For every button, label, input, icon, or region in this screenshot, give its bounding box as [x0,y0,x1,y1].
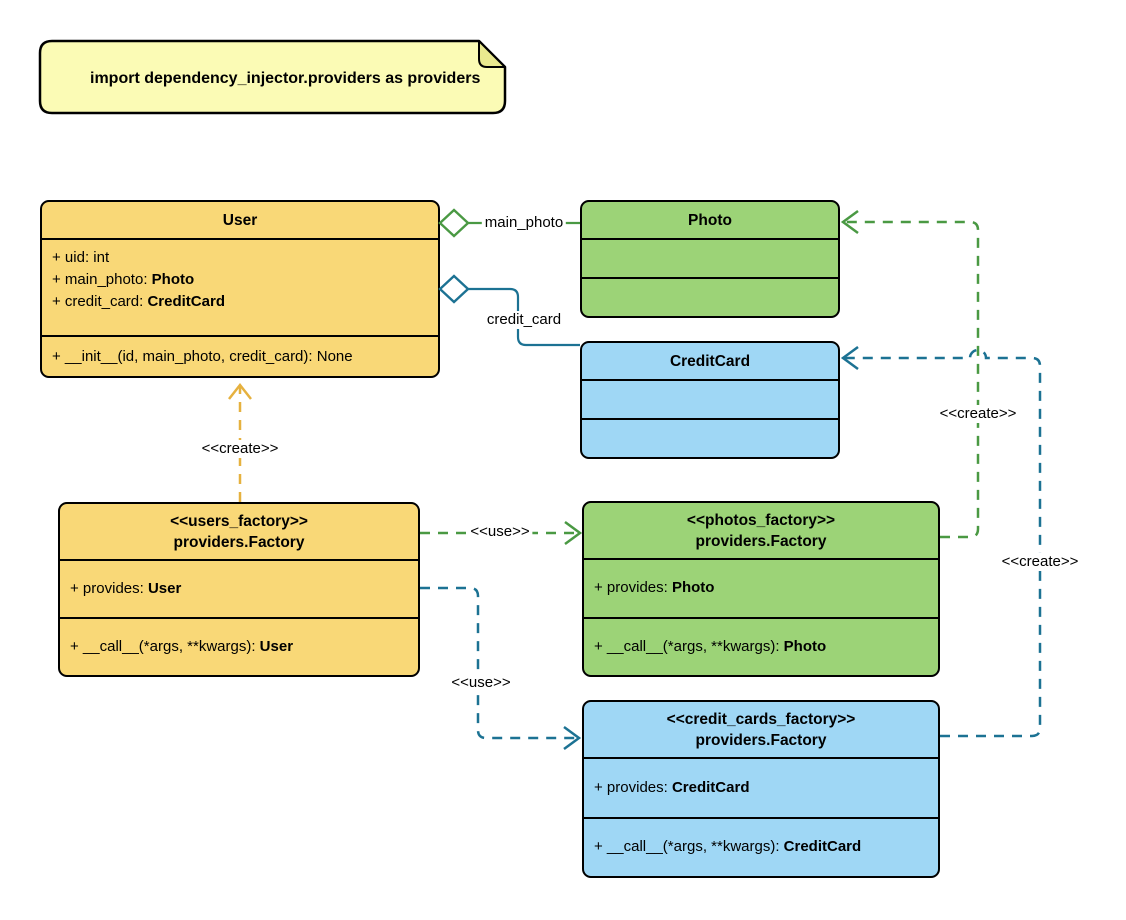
class-attributes-user: + uid: int + main_photo: Photo + credit_… [42,238,438,335]
method-call: + __call__(*args, **kwargs): Photo [594,637,827,655]
class-box-users-factory: <<users_factory>> providers.Factory + pr… [58,502,420,677]
note-fold-icon [478,40,506,68]
title-credit-cards-factory: providers.Factory [695,731,827,749]
class-methods-credit-cards-factory: + __call__(*args, **kwargs): CreditCard [584,816,938,877]
edge-use-credit-cards [420,586,582,751]
attribute-provides: + provides: User [70,580,182,597]
class-methods-photo-empty [582,277,838,316]
class-attributes-photo-empty [582,238,838,277]
edge-create-photo [840,209,980,539]
method-call: + __call__(*args, **kwargs): User [70,638,294,655]
open-arrowhead-icon [840,209,859,235]
note-shape-icon [38,39,507,115]
class-methods-photos-factory: + __call__(*args, **kwargs): Photo [584,616,938,676]
class-box-user: User + uid: int + main_photo: Photo + cr… [40,200,440,378]
title-photos-factory: providers.Factory [695,532,827,550]
class-box-credit-card: CreditCard [580,341,840,459]
method-init: + __init__(id, main_photo, credit_card):… [52,347,353,365]
class-title-photos-factory: <<photos_factory>> providers.Factory [584,503,938,558]
class-box-photos-factory: <<photos_factory>> providers.Factory + p… [582,501,940,677]
aggregation-diamond-icon [438,274,470,304]
class-title-user: User [222,211,258,229]
open-arrowhead-icon [563,725,582,751]
open-arrowhead-icon [840,345,859,371]
class-title-credit-cards-factory: <<credit_cards_factory>> providers.Facto… [584,702,938,757]
edge-label-credit-card: credit_card [483,311,565,329]
class-methods-credit-card-empty [582,418,838,457]
aggregation-diamond-icon [438,208,470,238]
class-title-photo: Photo [688,211,732,229]
class-methods-user: + __init__(id, main_photo, credit_card):… [42,335,438,376]
stereotype-photos-factory: <<photos_factory>> [686,511,836,529]
edge-label-use-credit-cards: <<use>> [448,674,514,692]
title-users-factory: providers.Factory [173,533,305,551]
edge-label-main-photo: main_photo [481,214,567,232]
method-call: + __call__(*args, **kwargs): CreditCard [594,838,862,856]
edge-label-create-user: <<create>> [198,440,282,458]
edge-label-create-photo: <<create>> [936,405,1020,423]
edge-label-use-photos: <<use>> [467,523,533,541]
attribute-provides: + provides: Photo [594,579,715,597]
class-title-users-factory: <<users_factory>> providers.Factory [60,504,418,559]
class-attributes-credit-cards-factory: + provides: CreditCard [584,757,938,817]
attribute-credit-card: + credit_card: CreditCard [52,293,225,310]
class-attributes-users-factory: + provides: User [60,559,418,617]
open-arrowhead-icon [228,382,252,400]
stereotype-users-factory: <<users_factory>> [170,512,308,530]
class-box-credit-cards-factory: <<credit_cards_factory>> providers.Facto… [582,700,940,878]
class-attributes-credit-card-empty [582,379,838,418]
open-arrowhead-icon [564,520,583,546]
class-box-photo: Photo [580,200,840,318]
class-title-credit-card: CreditCard [669,352,751,370]
note: import dependency_injector.providers as … [38,39,508,119]
class-attributes-photos-factory: + provides: Photo [584,558,938,617]
edge-label-create-credit-card: <<create>> [998,553,1082,571]
class-methods-users-factory: + __call__(*args, **kwargs): User [60,617,418,675]
attribute-main-photo: + main_photo: Photo [52,271,195,288]
stereotype-credit-cards-factory: <<credit_cards_factory>> [666,710,856,728]
attribute-uid: + uid: int [52,249,110,266]
attribute-provides: + provides: CreditCard [594,778,750,796]
note-text: import dependency_injector.providers as … [90,70,481,87]
